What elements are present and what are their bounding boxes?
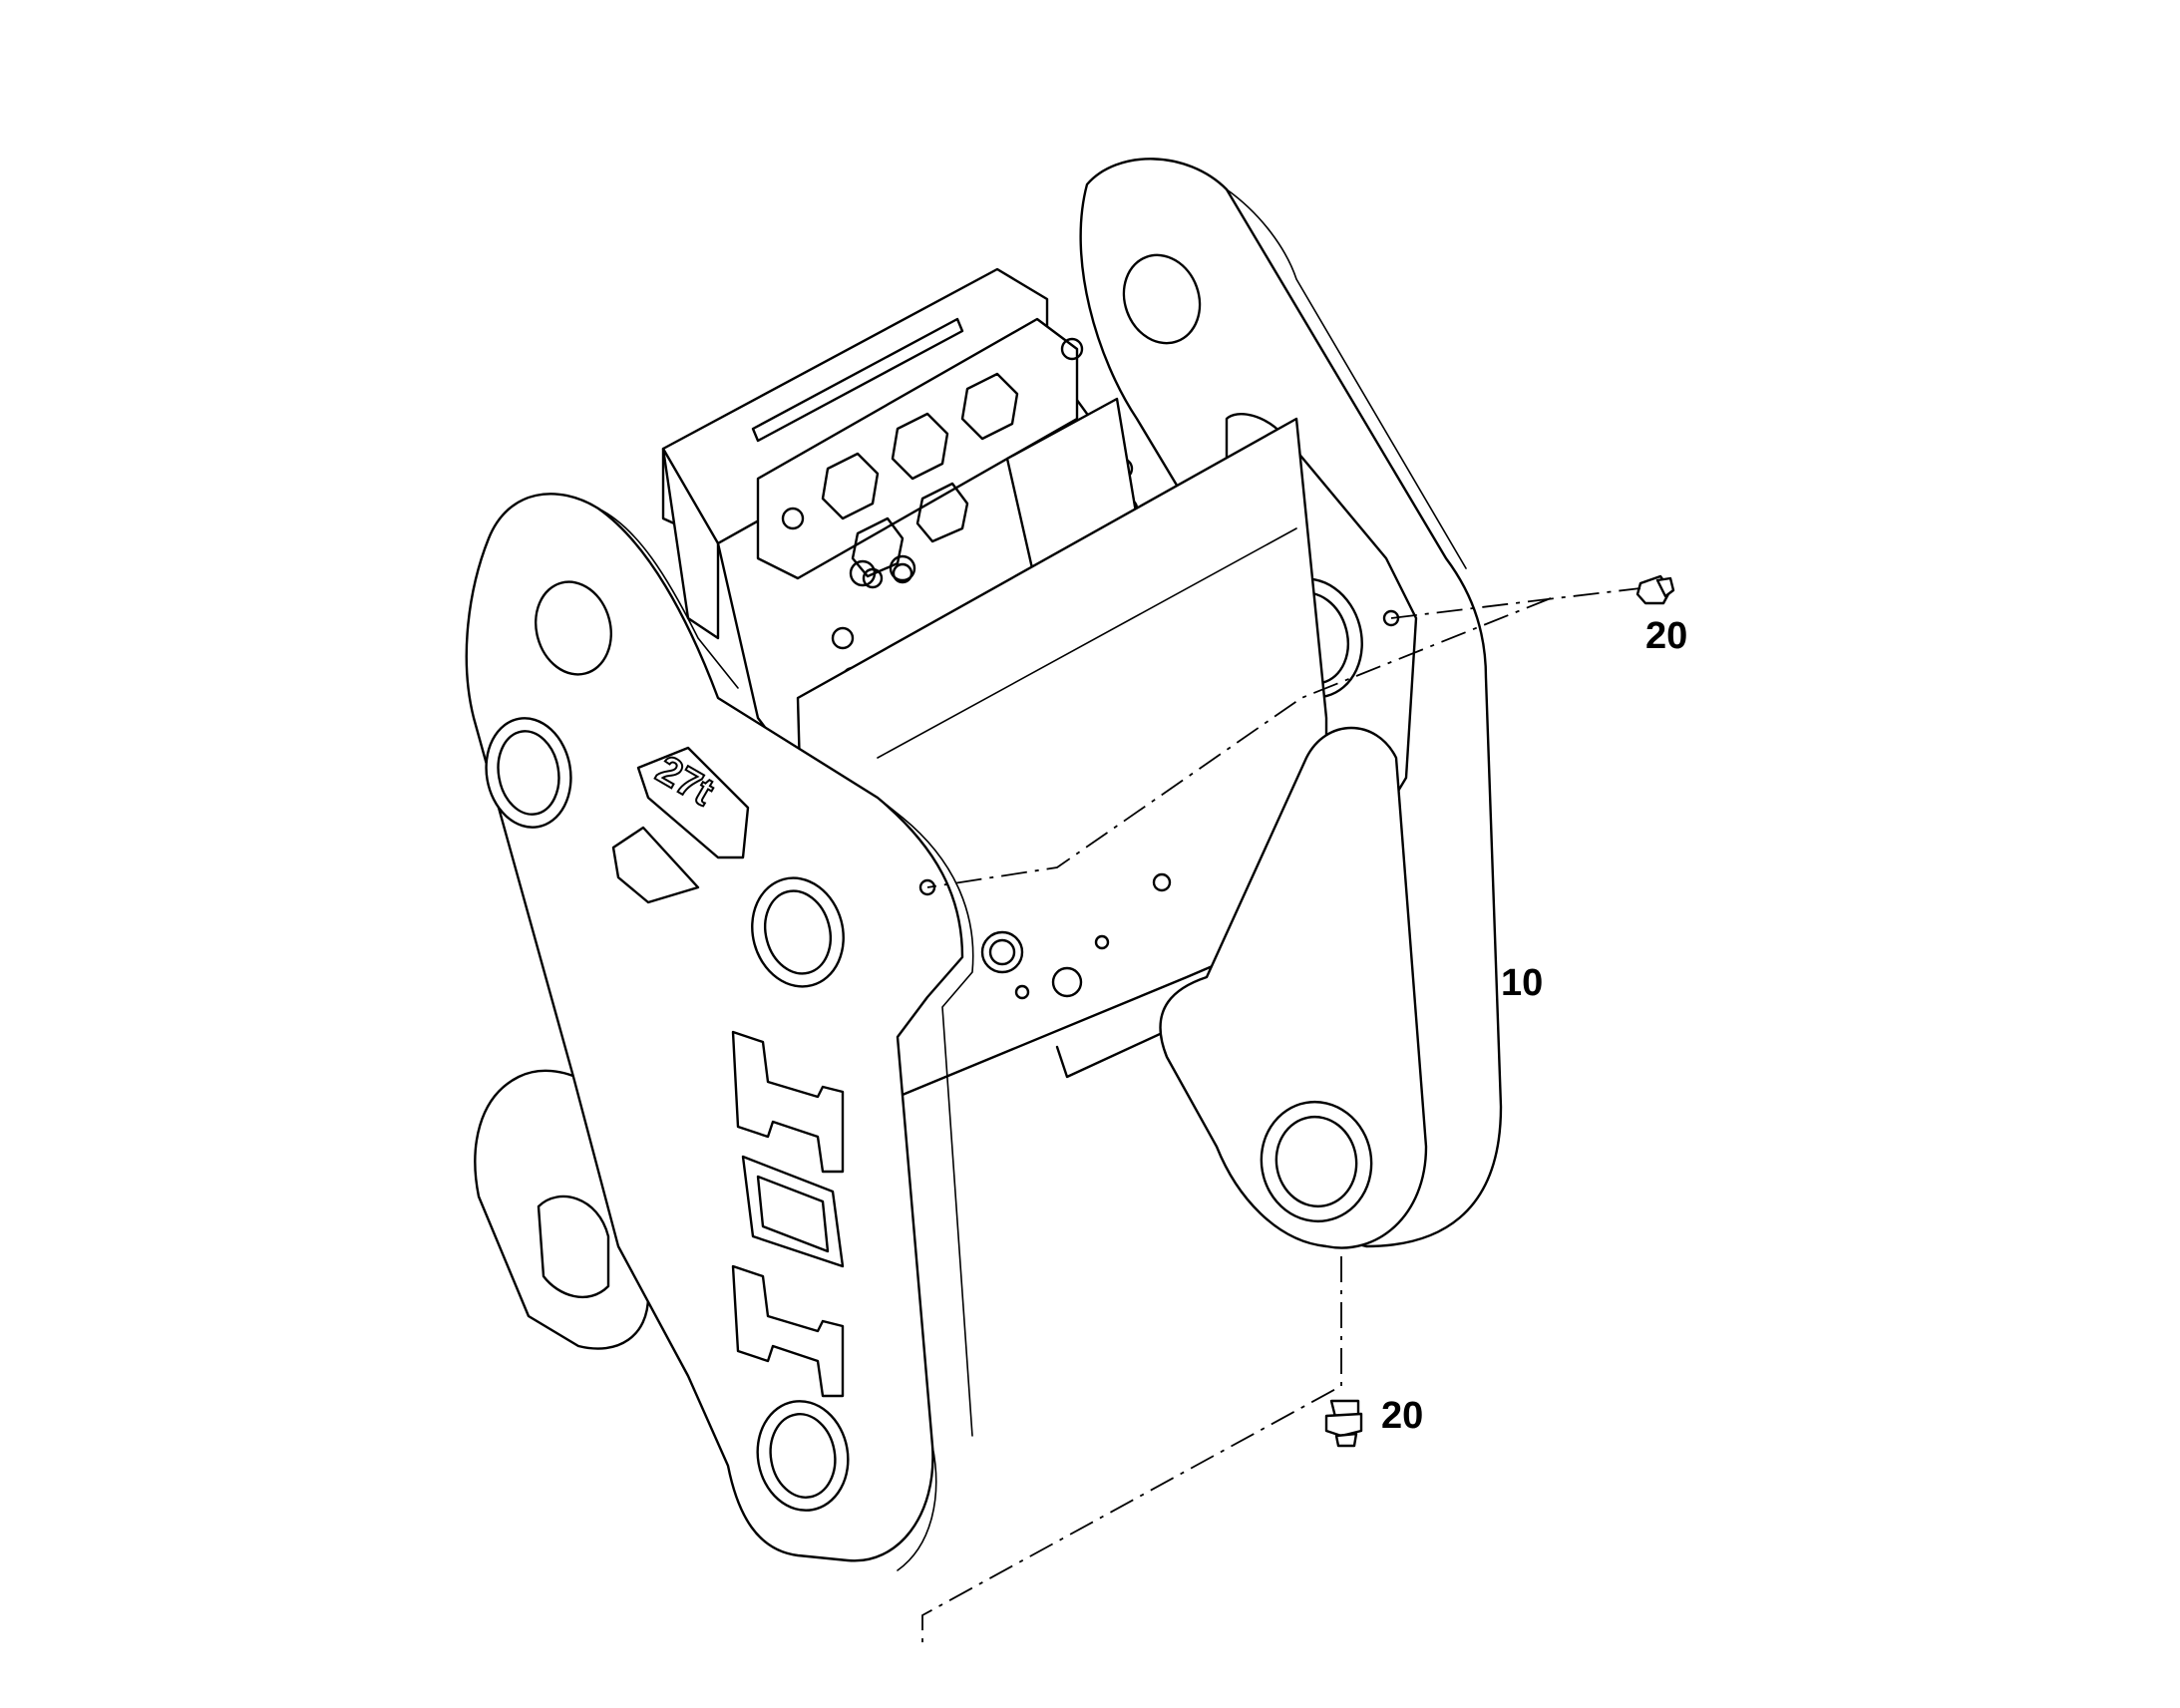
lower-link (1159, 726, 1428, 1249)
brand-letters (731, 1030, 845, 1398)
callout-part-10: 10 (1501, 962, 1543, 1004)
grease-nipple-top (1635, 574, 1675, 605)
leader-lines (921, 587, 1641, 1645)
callout-part-20-top: 20 (1645, 615, 1687, 657)
grease-nipple-bottom (1324, 1399, 1363, 1448)
hex-ports (821, 372, 1019, 578)
front-side-plate: 27t (465, 493, 974, 1571)
callout-part-20-bottom: 20 (1381, 1395, 1423, 1437)
